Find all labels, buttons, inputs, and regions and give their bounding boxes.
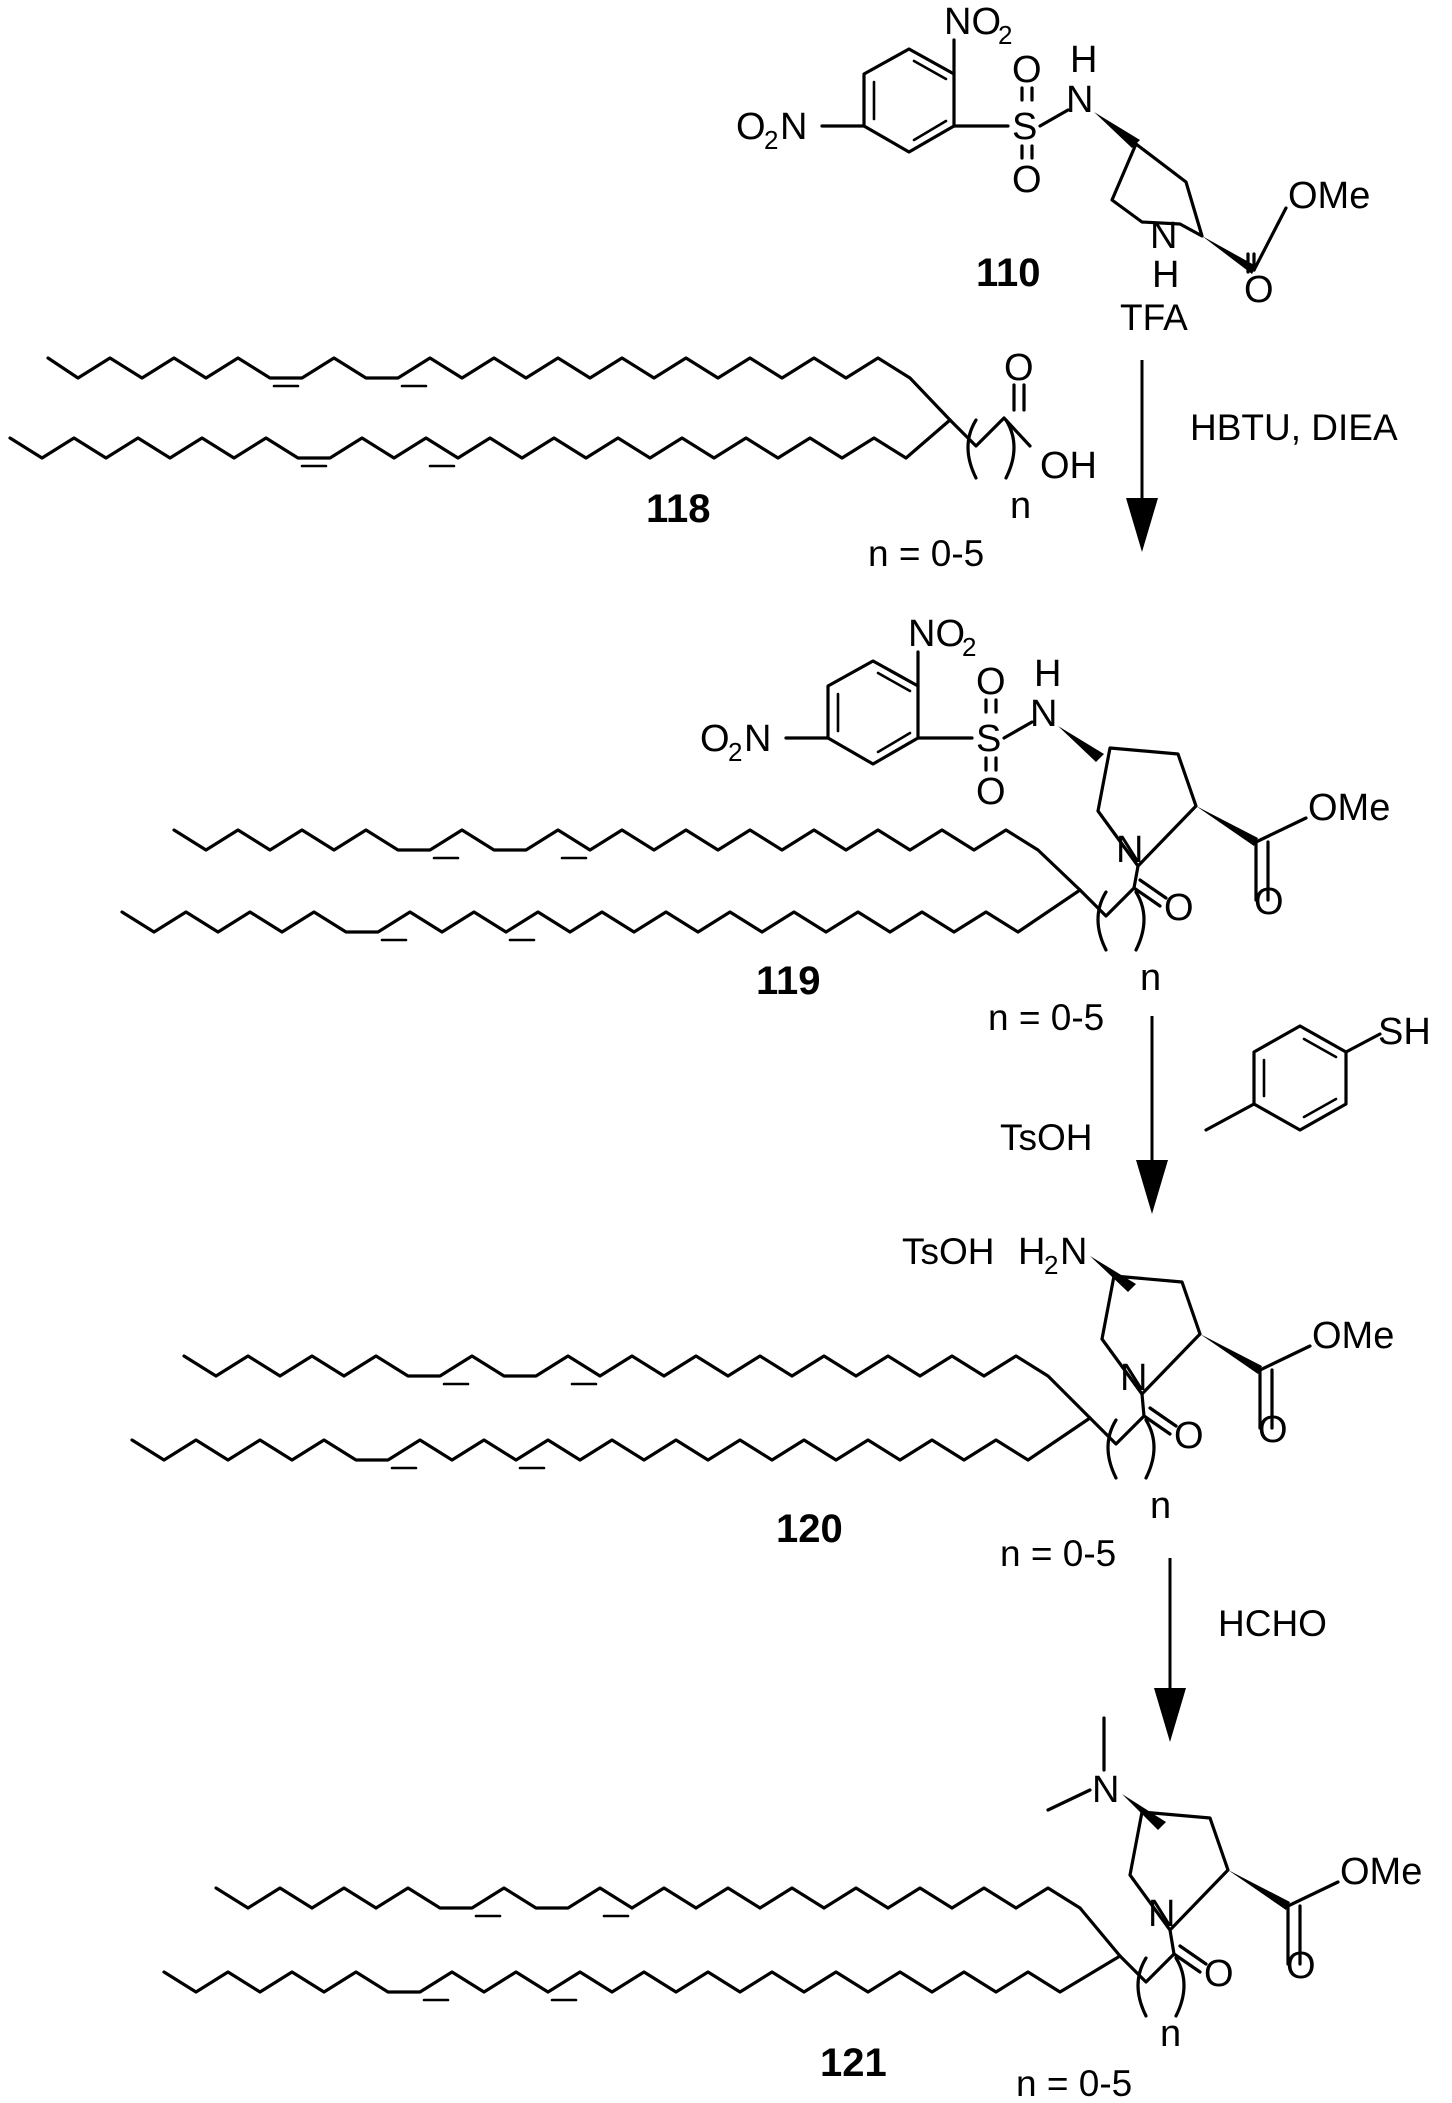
reaction-arrow-1: HBTU, DIEA bbox=[1126, 360, 1398, 552]
n-subscript: n bbox=[1150, 1485, 1171, 1527]
atom-o2n: O bbox=[700, 718, 730, 760]
atom-o: O bbox=[1174, 1415, 1204, 1457]
compound-label-118: 118 bbox=[646, 487, 711, 531]
compound-label-110: 110 bbox=[976, 251, 1041, 295]
atom-o: O bbox=[1012, 49, 1042, 91]
salt-tsoh: TsOH bbox=[902, 1231, 995, 1272]
n-range-120: n = 0-5 bbox=[1000, 1533, 1116, 1574]
subscript: 2 bbox=[728, 737, 742, 767]
atom-ome: OMe bbox=[1308, 787, 1390, 829]
compound-label-119: 119 bbox=[756, 959, 821, 1003]
atom-s: S bbox=[976, 718, 1001, 760]
atom-no2: NO bbox=[908, 613, 965, 655]
atom-o: O bbox=[1204, 1953, 1234, 1995]
atom-o: O bbox=[1004, 347, 1034, 389]
atom-n: N bbox=[1092, 1769, 1119, 1811]
compound-118: O OH n 118 n = 0-5 bbox=[10, 347, 1097, 574]
atom-n: N bbox=[1150, 215, 1177, 257]
compound-110: NO 2 O 2 N S O O N H N H OMe O 110 TFA bbox=[736, 1, 1370, 338]
compound-label-121: 121 bbox=[820, 2041, 887, 2085]
n-range-118: n = 0-5 bbox=[868, 533, 984, 574]
compound-121: N N OMe O O n 121 n = 0-5 bbox=[164, 1718, 1422, 2103]
reagent-step1: HBTU, DIEA bbox=[1190, 407, 1398, 448]
atom-o: O bbox=[1244, 269, 1274, 311]
atom-o: O bbox=[1258, 1409, 1288, 1451]
atom-o2n: N bbox=[744, 718, 771, 760]
atom-o2n: O bbox=[736, 106, 766, 148]
atom-n: N bbox=[1066, 79, 1093, 121]
n-subscript: n bbox=[1140, 957, 1161, 999]
reaction-arrow-2: TsOH SH bbox=[1000, 1011, 1431, 1214]
subscript: 2 bbox=[962, 632, 976, 662]
atom-o: O bbox=[1012, 159, 1042, 201]
atom-h: H bbox=[1070, 39, 1097, 81]
salt-tfa: TFA bbox=[1120, 297, 1188, 338]
compound-label-120: 120 bbox=[776, 1507, 843, 1551]
subscript: 2 bbox=[764, 125, 778, 155]
atom-o: O bbox=[1164, 887, 1194, 929]
atom-h2n: N bbox=[1060, 1231, 1087, 1273]
atom-o2n: N bbox=[780, 106, 807, 148]
subscript: 2 bbox=[1044, 1250, 1058, 1280]
atom-h2n: H bbox=[1018, 1231, 1045, 1273]
subscript: 2 bbox=[998, 20, 1012, 50]
compound-119: NO 2 O 2 N S O O N H N OMe O O n 119 n = bbox=[122, 613, 1390, 1038]
atom-ome: OMe bbox=[1340, 1851, 1422, 1893]
reagent-step3: HCHO bbox=[1218, 1603, 1327, 1644]
reaction-arrow-3: HCHO bbox=[1154, 1558, 1327, 1742]
atom-o: O bbox=[976, 771, 1006, 813]
atom-n: N bbox=[1030, 693, 1057, 735]
atom-sh: SH bbox=[1378, 1011, 1431, 1053]
atom-ome: OMe bbox=[1312, 1315, 1394, 1357]
atom-h: H bbox=[1152, 254, 1179, 296]
n-subscript: n bbox=[1010, 485, 1031, 527]
n-subscript: n bbox=[1160, 2013, 1181, 2055]
p-thiocresol-structure: SH bbox=[1206, 1011, 1431, 1130]
atom-o: O bbox=[976, 661, 1006, 703]
atom-no2: NO bbox=[944, 1, 1001, 43]
atom-h: H bbox=[1034, 653, 1061, 695]
atom-s: S bbox=[1012, 106, 1037, 148]
compound-120: TsOH H 2 N N OMe O O n 120 n = 0-5 bbox=[132, 1231, 1394, 1574]
n-range-119: n = 0-5 bbox=[988, 997, 1104, 1038]
atom-n: N bbox=[1120, 1357, 1147, 1399]
atom-n: N bbox=[1116, 829, 1143, 871]
atom-oh: OH bbox=[1040, 445, 1097, 487]
atom-o: O bbox=[1254, 881, 1284, 923]
n-range-121: n = 0-5 bbox=[1016, 2063, 1132, 2103]
atom-o: O bbox=[1286, 1945, 1316, 1987]
atom-ome: OMe bbox=[1288, 175, 1370, 217]
atom-n: N bbox=[1148, 1893, 1175, 1935]
reagent-step2: TsOH bbox=[1000, 1117, 1093, 1158]
